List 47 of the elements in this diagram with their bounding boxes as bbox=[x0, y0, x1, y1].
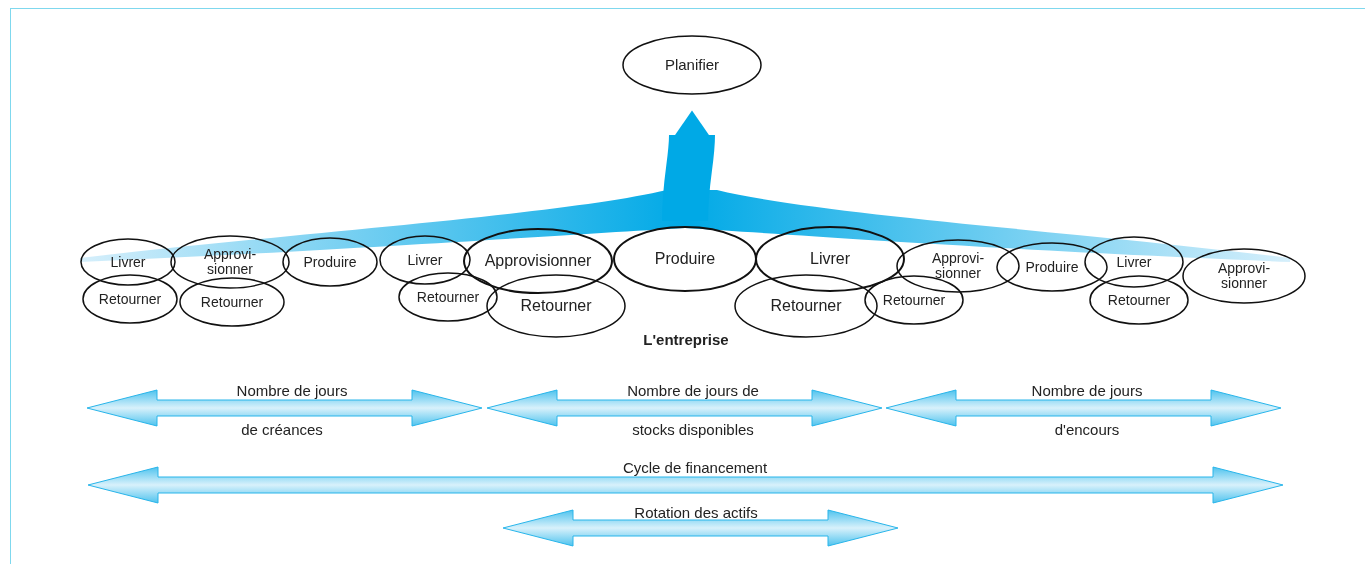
node-label: Retourner bbox=[200, 294, 264, 310]
measure-label: d'encours bbox=[1054, 421, 1120, 438]
process-ellipse bbox=[379, 235, 471, 285]
process-ellipse bbox=[486, 274, 626, 338]
node-label: Retourner bbox=[770, 297, 842, 315]
node-label: Approvi- sionner bbox=[202, 247, 258, 277]
measure-label: Nombre de jours bbox=[236, 382, 348, 399]
node-label: Livrer bbox=[407, 252, 443, 268]
node-label: Retourner bbox=[416, 289, 480, 305]
process-ellipse bbox=[398, 272, 498, 322]
node-label: Produire bbox=[303, 254, 357, 270]
node-label: Retourner bbox=[98, 291, 162, 307]
node-label: Approvisionner bbox=[484, 252, 592, 270]
process-ellipse bbox=[996, 242, 1108, 292]
node-label: Livrer bbox=[110, 254, 146, 270]
node-label: Retourner bbox=[882, 292, 946, 308]
process-ellipse bbox=[755, 226, 905, 292]
measure-label: de créances bbox=[241, 421, 323, 438]
process-ellipse bbox=[613, 226, 757, 292]
node-label: Livrer bbox=[810, 250, 850, 268]
process-ellipse bbox=[734, 274, 878, 338]
process-ellipse bbox=[896, 239, 1020, 293]
process-ellipse bbox=[1089, 275, 1189, 325]
arrow bbox=[662, 110, 715, 222]
node-label: Approvi- sionner bbox=[930, 251, 986, 281]
measure-label: Nombre de jours de bbox=[627, 382, 759, 399]
node-label: Planifier bbox=[664, 57, 720, 73]
measure-label: Cycle de financement bbox=[622, 459, 768, 476]
company-label: L'entreprise bbox=[643, 331, 729, 348]
process-ellipse bbox=[463, 228, 613, 294]
process-ellipse bbox=[622, 35, 762, 95]
measure-label: Rotation des actifs bbox=[634, 504, 758, 521]
measure-label: stocks disponibles bbox=[632, 421, 754, 438]
node-label: Produire bbox=[1025, 259, 1079, 275]
process-ellipse bbox=[170, 235, 290, 289]
node-label: Livrer bbox=[1116, 254, 1152, 270]
process-ellipse bbox=[1182, 248, 1306, 304]
node-label: Approvi- sionner bbox=[1216, 261, 1272, 291]
process-ellipse bbox=[82, 274, 178, 324]
node-label: Retourner bbox=[520, 297, 592, 315]
process-ellipse bbox=[179, 277, 285, 327]
process-ellipse bbox=[80, 238, 176, 286]
process-ellipse bbox=[1084, 236, 1184, 288]
measure-label: Nombre de jours bbox=[1031, 382, 1143, 399]
node-label: Retourner bbox=[1107, 292, 1171, 308]
node-label: Produire bbox=[654, 250, 716, 268]
process-ellipse bbox=[282, 237, 378, 287]
